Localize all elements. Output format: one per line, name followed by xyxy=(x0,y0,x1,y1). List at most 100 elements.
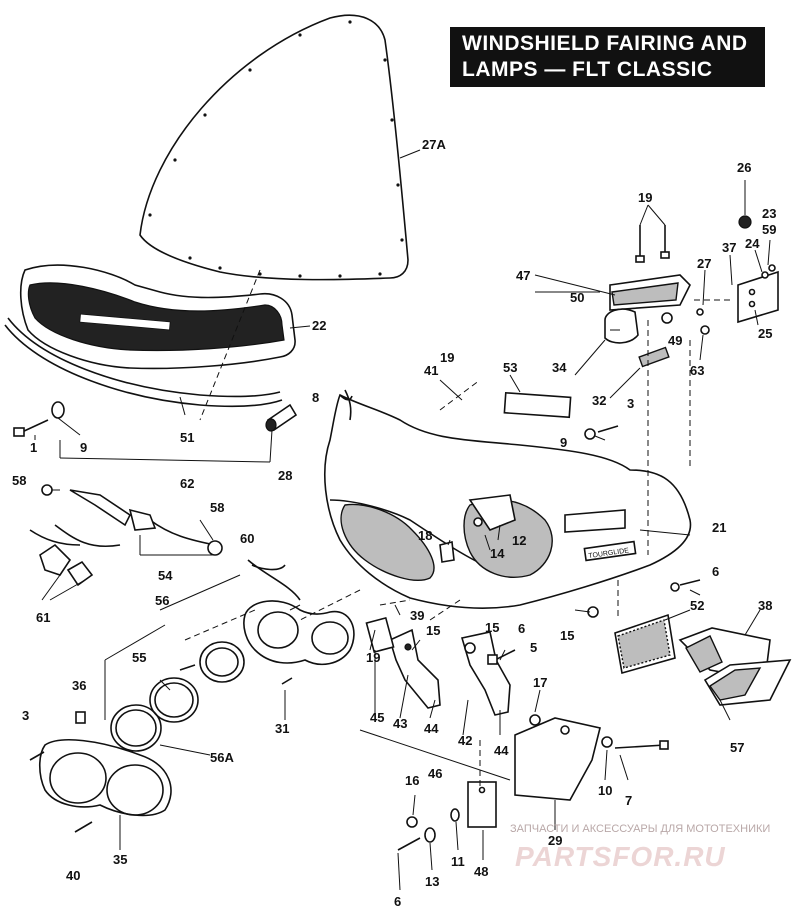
callout-48: 48 xyxy=(474,864,488,879)
callout-31: 31 xyxy=(275,721,289,736)
callout-62: 62 xyxy=(180,476,194,491)
callout-58-left: 58 xyxy=(12,473,26,488)
lower-hardware xyxy=(397,808,460,851)
callout-22: 22 xyxy=(312,318,326,333)
callout-55: 55 xyxy=(132,650,146,665)
watermark-logo: PARTSFOR.RU xyxy=(515,841,726,872)
callout-51: 51 xyxy=(180,430,194,445)
callout-49: 49 xyxy=(668,333,682,348)
bracket-43 xyxy=(389,628,441,709)
bracket-42 xyxy=(460,631,511,716)
callout-24: 24 xyxy=(745,236,760,251)
callout-19-mid: 19 xyxy=(440,350,454,365)
callout-39: 39 xyxy=(410,608,424,623)
callout-15-a: 15 xyxy=(426,623,440,638)
callout-36: 36 xyxy=(72,678,86,693)
callout-8: 8 xyxy=(312,390,319,405)
callout-32: 32 xyxy=(592,393,606,408)
pad-52-inner xyxy=(617,619,671,669)
callout-52: 52 xyxy=(690,598,704,613)
callout-58-right: 58 xyxy=(210,500,224,515)
watermark: ЗАПЧАСТИ И АКСЕССУАРЫ ДЛЯ МОТОТЕХНИКИ PA… xyxy=(510,823,770,872)
small-hardware xyxy=(29,664,293,833)
callout-54: 54 xyxy=(158,568,173,583)
callout-7: 7 xyxy=(625,793,632,808)
callout-42: 42 xyxy=(458,733,472,748)
callout-44-a: 44 xyxy=(424,721,439,736)
callout-56: 56 xyxy=(155,593,169,608)
cable-60 xyxy=(247,559,301,601)
callout-46: 46 xyxy=(428,766,442,781)
washer-9 xyxy=(51,401,65,419)
callout-13: 13 xyxy=(425,874,439,889)
callout-29: 29 xyxy=(548,833,562,848)
callout-5: 5 xyxy=(530,640,537,655)
spacer-8 xyxy=(265,403,298,432)
callout-labels: 27A 22 51 1 9 28 8 58 62 58 54 61 60 56 … xyxy=(12,137,776,909)
callout-19-top: 19 xyxy=(638,190,652,205)
callout-28: 28 xyxy=(278,468,292,483)
screw-3-right xyxy=(584,425,619,440)
leader-lines xyxy=(34,149,771,891)
callout-53: 53 xyxy=(503,360,517,375)
screw-1 xyxy=(13,419,49,437)
windshield-trim xyxy=(4,264,296,408)
assembly-lines xyxy=(184,269,730,790)
callout-60: 60 xyxy=(240,531,254,546)
callout-61: 61 xyxy=(36,610,50,625)
callout-19-low: 19 xyxy=(366,650,380,665)
callout-35: 35 xyxy=(113,852,127,867)
callout-43: 43 xyxy=(393,716,407,731)
callout-16: 16 xyxy=(405,773,419,788)
callout-47: 47 xyxy=(516,268,530,283)
hardware-5-6 xyxy=(464,642,516,665)
mount-ring xyxy=(199,641,245,683)
callout-9-left: 9 xyxy=(80,440,87,455)
callout-44-b: 44 xyxy=(494,743,509,758)
callout-6-mid: 6 xyxy=(518,621,525,636)
callout-1: 1 xyxy=(30,440,37,455)
callout-6-bottom: 6 xyxy=(394,894,401,909)
plate-48 xyxy=(467,781,497,828)
callout-63: 63 xyxy=(690,363,704,378)
callout-38: 38 xyxy=(758,598,772,613)
callout-6-right: 6 xyxy=(712,564,719,579)
wiring-harness xyxy=(29,484,223,587)
callout-57: 57 xyxy=(730,740,744,755)
callout-23: 23 xyxy=(762,206,776,221)
callout-15-c: 15 xyxy=(560,628,574,643)
diagram-title: WINDSHIELD FAIRING AND LAMPS — FLT CLASS… xyxy=(450,27,765,87)
bracket-25 xyxy=(737,215,779,324)
callout-12: 12 xyxy=(512,533,526,548)
watermark-tagline: ЗАПЧАСТИ И АКСЕССУАРЫ ДЛЯ МОТОТЕХНИКИ xyxy=(510,823,770,835)
mirror-mount-assembly xyxy=(503,225,710,419)
plate-29 xyxy=(514,714,669,801)
reflector-57 xyxy=(703,659,792,706)
nut-14 xyxy=(473,517,483,527)
callout-25: 25 xyxy=(758,326,772,341)
callout-50: 50 xyxy=(570,290,584,305)
callout-26: 26 xyxy=(737,160,751,175)
callout-3-right: 3 xyxy=(627,396,634,411)
callout-3-left: 3 xyxy=(22,708,29,723)
label-45 xyxy=(365,616,395,654)
screw-6-right xyxy=(670,579,701,592)
title-line-1: WINDSHIELD FAIRING AND xyxy=(462,32,748,55)
callout-27A: 27A xyxy=(422,137,446,152)
callout-41: 41 xyxy=(424,363,438,378)
callout-15-b: 15 xyxy=(485,620,499,635)
clip-18 xyxy=(439,541,455,563)
callout-34: 34 xyxy=(552,360,567,375)
callout-18: 18 xyxy=(418,528,432,543)
callout-59: 59 xyxy=(762,222,776,237)
callout-37: 37 xyxy=(722,240,736,255)
callout-45: 45 xyxy=(370,710,384,725)
windshield xyxy=(139,14,409,281)
retaining-ring-56A xyxy=(110,704,162,752)
callout-10: 10 xyxy=(598,783,612,798)
callout-14: 14 xyxy=(490,546,505,561)
bracket-12 xyxy=(468,494,516,531)
callout-56A: 56A xyxy=(210,750,234,765)
sealed-beam-55 xyxy=(149,677,199,723)
